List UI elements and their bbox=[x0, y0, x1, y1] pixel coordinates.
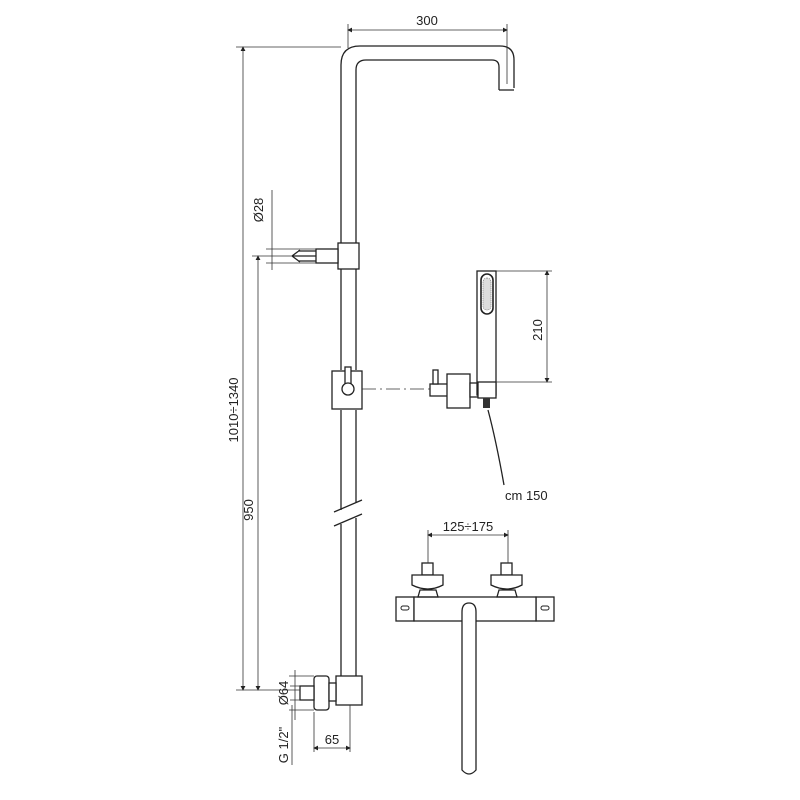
hose-length-label: cm 150 bbox=[505, 488, 548, 503]
shower-slider bbox=[331, 366, 363, 410]
dim-bracket-height: 950 bbox=[241, 499, 256, 521]
hand-shower bbox=[476, 270, 505, 486]
dim-thread: G 1/2" bbox=[276, 726, 291, 763]
thermostatic-mixer bbox=[395, 562, 555, 775]
wall-elbow bbox=[290, 675, 363, 711]
dim-valve-spacing: 125÷175 bbox=[443, 519, 494, 534]
hand-shower-holder bbox=[429, 369, 479, 409]
wall-bracket-top bbox=[291, 242, 360, 270]
break-mark bbox=[333, 499, 363, 527]
dimension-lines bbox=[236, 24, 552, 765]
spout bbox=[461, 602, 477, 775]
hose bbox=[487, 409, 505, 486]
dim-total-height: 1010÷1340 bbox=[226, 378, 241, 443]
dim-bracket-diameter: Ø28 bbox=[251, 198, 266, 223]
riser-pipe bbox=[333, 45, 515, 676]
dim-hand-shower-length: 210 bbox=[530, 319, 545, 341]
dim-wall-offset: 65 bbox=[325, 732, 339, 747]
dim-flange-diameter: Ø64 bbox=[276, 681, 291, 706]
dim-top-width: 300 bbox=[416, 13, 438, 28]
